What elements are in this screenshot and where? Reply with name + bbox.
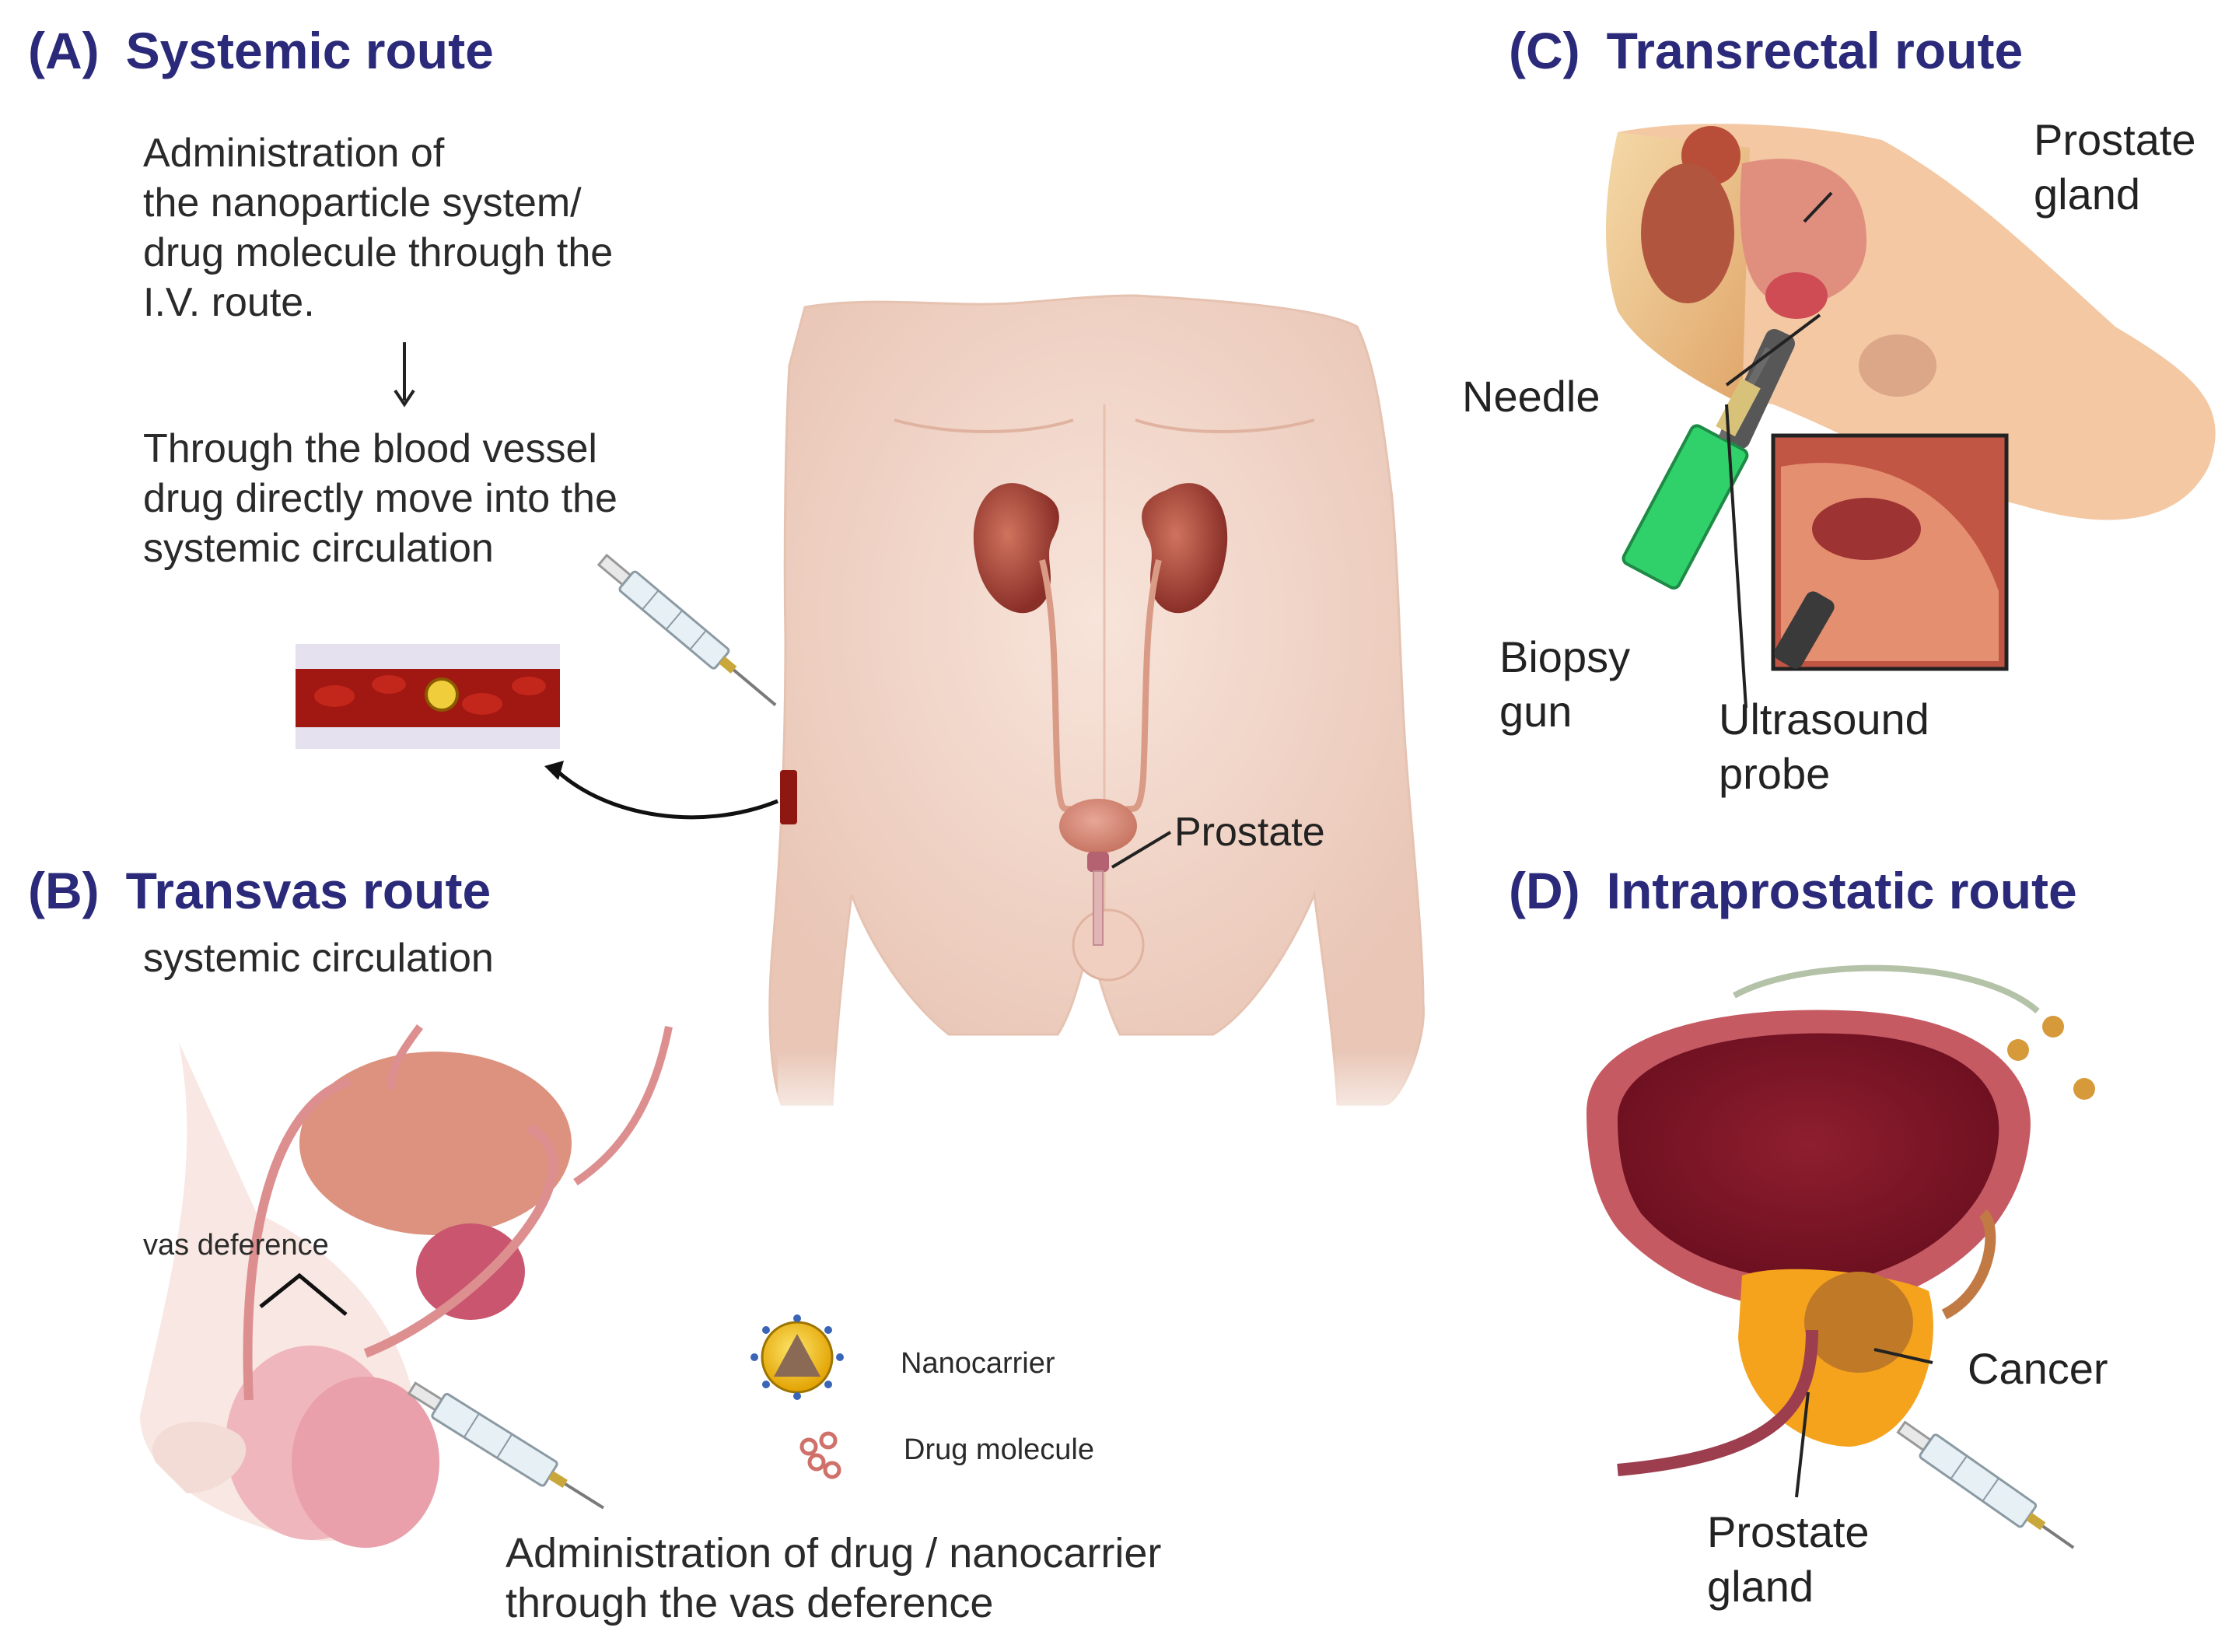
panel-c-title: Transrectal route [1606, 22, 2024, 79]
panel-d-letter: (D) [1509, 862, 1580, 919]
kidney-illustration [973, 483, 1228, 946]
bladder-prostate-illustration [1587, 964, 2095, 1476]
panel-a-title: Systemic route [125, 22, 494, 79]
male-torso-illustration [768, 294, 1478, 1143]
panel-b-letter: (B) [28, 862, 100, 919]
label-line: gland [2034, 170, 2141, 219]
panel-a-line: systemic circulation [143, 526, 494, 571]
reproductive-tract-illustration [140, 1024, 673, 1548]
prostate-gland-label-d: Prostate gland [1707, 1505, 1870, 1614]
syringe-illustration [1896, 1420, 2075, 1549]
panel-b-title: Transvas route [125, 862, 492, 919]
panel-b-subtitle: systemic circulation [143, 936, 494, 981]
panel-a-line: the nanoparticle system/ [143, 180, 582, 226]
vas-deference-label: vas deference [143, 1229, 329, 1262]
label-line: probe [1719, 749, 1831, 798]
panel-a-line: I.V. route. [143, 280, 315, 325]
panel-b-heading: (B) Transvas route [28, 865, 491, 916]
blood-vessel-illustration [296, 644, 560, 749]
panel-a-letter: (A) [28, 22, 100, 79]
panel-b-caption-line: Administration of drug / nanocarrier [506, 1530, 1162, 1577]
panel-c-letter: (C) [1509, 22, 1580, 79]
label-line: Ultrasound [1719, 695, 1929, 744]
legend-nanocarrier: Nanocarrier [901, 1347, 1055, 1380]
nanocarrier-icon [750, 1314, 844, 1400]
biopsy-gun-label: Biopsy gun [1499, 630, 1630, 739]
panel-a-circulation-text: Through the blood vessel drug directly m… [143, 424, 617, 573]
panel-b-caption-line: through the vas deference [506, 1580, 994, 1626]
panel-a-line: Through the blood vessel [143, 426, 597, 471]
prostate-gland-label-c: Prostate gland [2034, 113, 2196, 222]
biopsy-gun-illustration [1622, 347, 1773, 590]
drug-molecule-icon [799, 1431, 841, 1479]
rectal-inset-image [1771, 433, 2009, 671]
panel-a-description: Administration of the nanoparticle syste… [143, 128, 613, 327]
panel-d-title: Intraprostatic route [1606, 862, 2077, 919]
needle-label: Needle [1462, 372, 1601, 421]
label-line: gland [1707, 1562, 1814, 1611]
ultrasound-probe-label: Ultrasound probe [1719, 692, 1929, 801]
syringe-illustration [596, 553, 777, 706]
transrectal-illustration [1606, 124, 2216, 520]
syringe-illustration [407, 1381, 604, 1510]
panel-a-line: drug directly move into the [143, 476, 617, 521]
panel-d-heading: (D) Intraprostatic route [1509, 865, 2077, 916]
label-line: Biopsy [1499, 632, 1631, 681]
panel-a-line: Administration of [143, 131, 445, 176]
injection-site-marker [780, 770, 797, 824]
label-line: Prostate [2034, 115, 2196, 164]
label-line: gun [1499, 687, 1573, 736]
cancer-label: Cancer [1968, 1344, 2108, 1393]
legend-drug-molecule: Drug molecule [904, 1433, 1094, 1466]
arrow-to-vessel [555, 768, 778, 820]
panel-a-line: drug molecule through the [143, 230, 614, 275]
panel-c-heading: (C) Transrectal route [1509, 25, 2023, 76]
panel-b-caption: Administration of drug / nanocarrier thr… [506, 1528, 1161, 1628]
panel-a-heading: (A) Systemic route [28, 25, 494, 76]
vas-bracket [259, 1272, 348, 1316]
label-line: Prostate [1707, 1507, 1870, 1556]
prostate-label: Prostate [1174, 810, 1325, 855]
